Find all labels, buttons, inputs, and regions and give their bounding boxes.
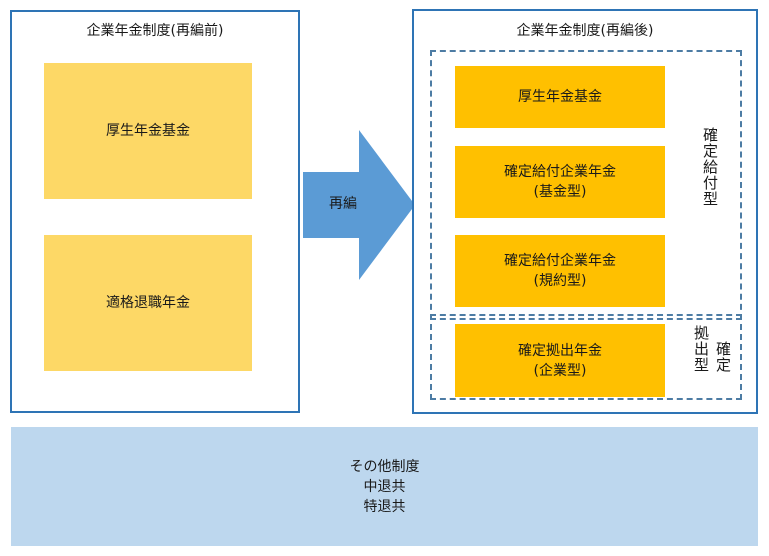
- reorganization-arrow: [303, 130, 415, 280]
- defined-benefit-group: [430, 50, 742, 320]
- before-panel-title: 企業年金制度(再編前): [86, 23, 224, 39]
- before-item-tekikaku-taishoku-nenkin: 適格退職年金: [44, 235, 252, 371]
- arrow-label: 再編: [329, 196, 357, 212]
- after-item-line1: 確定給付企業年金: [504, 253, 616, 269]
- after-item-line2: (企業型): [533, 362, 587, 379]
- defined-contribution-label-col2: 確定: [714, 341, 732, 373]
- before-item-kosei-nenkin-kikin: 厚生年金基金: [44, 63, 252, 199]
- after-item-dc-corporate-type: 確定拠出年金 (企業型): [455, 324, 665, 397]
- defined-contribution-group: [430, 314, 742, 400]
- after-item-line2: (規約型): [533, 273, 587, 289]
- after-item-line2: (基金型): [533, 184, 587, 200]
- arrow-shape: [303, 130, 415, 280]
- other-systems-title: その他制度: [349, 458, 420, 475]
- other-system-chutaikyo: 中退共: [363, 478, 406, 495]
- after-item-line1: 厚生年金基金: [518, 89, 602, 105]
- after-item-kosei-nenkin-kikin: 厚生年金基金: [455, 66, 665, 128]
- defined-contribution-label-col1: 拠出型: [692, 325, 710, 373]
- before-item-label: 厚生年金基金: [106, 123, 190, 139]
- after-item-line1: 確定拠出年金: [518, 342, 602, 359]
- after-item-line1: 確定給付企業年金: [504, 164, 616, 180]
- after-panel: 企業年金制度(再編後) 厚生年金基金 確定給付企業年金 (基金型) 確定給付企業…: [412, 9, 758, 414]
- before-item-label: 適格退職年金: [106, 295, 190, 311]
- after-item-db-fund-type: 確定給付企業年金 (基金型): [455, 146, 665, 218]
- after-item-db-contract-type: 確定給付企業年金 (規約型): [455, 235, 665, 307]
- defined-benefit-label: 確定給付型: [701, 127, 719, 207]
- after-panel-title: 企業年金制度(再編後): [516, 23, 654, 39]
- before-panel: 企業年金制度(再編前) 厚生年金基金 適格退職年金: [10, 10, 300, 413]
- other-system-tokutaikyo: 特退共: [363, 498, 406, 515]
- other-systems-band: その他制度 中退共 特退共: [11, 427, 758, 546]
